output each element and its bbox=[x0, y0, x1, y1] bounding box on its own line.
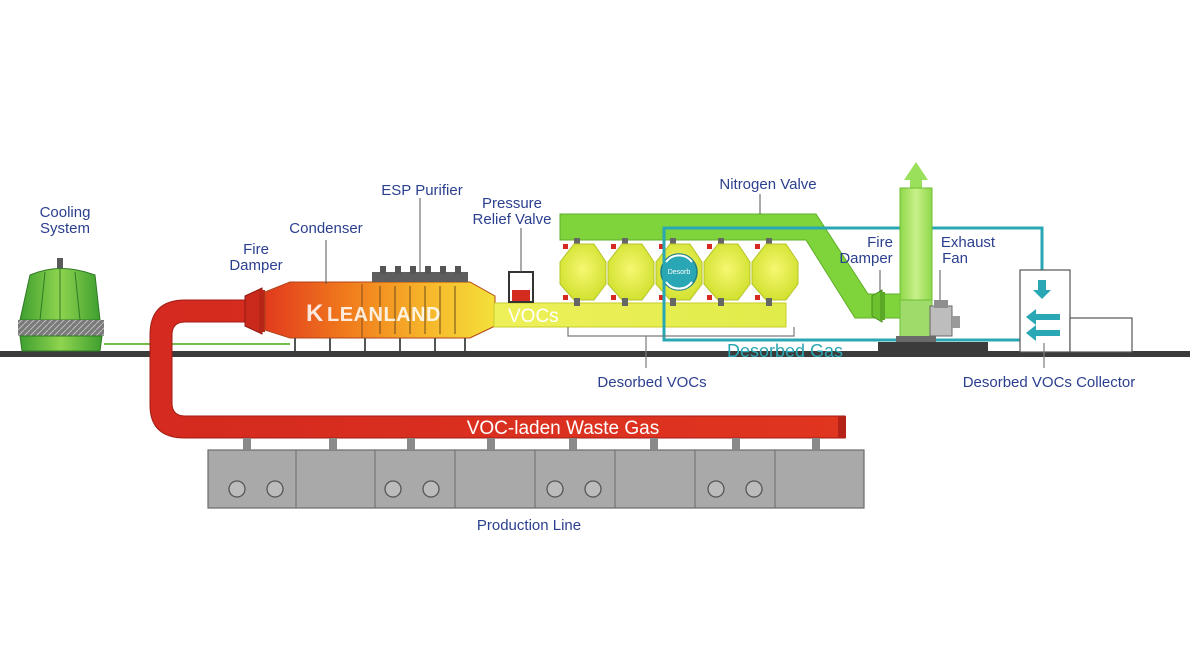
waste-gas-duct bbox=[149, 299, 846, 439]
label-production-line: Production Line bbox=[477, 517, 581, 534]
label-condenser: Condenser bbox=[289, 220, 362, 237]
label-pressure-relief-valve-line1: Pressure bbox=[482, 195, 542, 212]
label-cooling-system-line2: System bbox=[40, 220, 90, 237]
logo-text: LEANLAND bbox=[327, 304, 441, 326]
vocs-duct bbox=[493, 302, 787, 328]
adsorber-bank: Desorb bbox=[559, 238, 799, 306]
exhaust-fan bbox=[929, 300, 960, 337]
label-desorbed-vocs-collector: Desorbed VOCs Collector bbox=[963, 374, 1136, 391]
label-fire-damper-right-line2: Damper bbox=[839, 250, 892, 267]
logo-k: K bbox=[306, 300, 324, 327]
flow-label-waste-gas: VOC-laden Waste Gas bbox=[467, 418, 660, 439]
adsorber-3-desorbing: Desorb bbox=[655, 238, 703, 306]
label-desorbed-vocs: Desorbed VOCs bbox=[597, 374, 706, 391]
desorb-badge: Desorb bbox=[668, 269, 691, 276]
flow-label-desorbed-gas: Desorbed Gas bbox=[727, 341, 843, 361]
fire-damper-left bbox=[244, 287, 265, 335]
label-pressure-relief-valve-line2: Relief Valve bbox=[473, 211, 552, 228]
label-exhaust-fan-line2: Fan bbox=[942, 250, 968, 267]
cooling-tower bbox=[18, 258, 290, 352]
adsorber-5 bbox=[751, 238, 799, 306]
label-fire-damper-left-line1: Fire bbox=[243, 241, 269, 258]
exhaust-stack bbox=[896, 162, 936, 342]
label-cooling-system-line1: Cooling bbox=[40, 204, 91, 221]
label-nitrogen-valve: Nitrogen Valve bbox=[719, 176, 816, 193]
label-exhaust-fan-line1: Exhaust bbox=[941, 234, 996, 251]
label-fire-damper-left-line2: Damper bbox=[229, 257, 282, 274]
flow-label-vocs: VOCs bbox=[508, 306, 559, 327]
label-esp-purifier: ESP Purifier bbox=[381, 182, 462, 199]
ground-line bbox=[0, 351, 1190, 357]
production-line bbox=[207, 438, 865, 509]
condenser-esp-unit: K LEANLAND bbox=[264, 266, 496, 351]
adsorber-4 bbox=[703, 238, 751, 306]
desorbed-vocs-manifold bbox=[567, 327, 795, 368]
pressure-relief-valve bbox=[508, 271, 534, 303]
label-fire-damper-right-line1: Fire bbox=[867, 234, 893, 251]
adsorber-2 bbox=[607, 238, 655, 306]
adsorber-1 bbox=[559, 238, 607, 306]
fan-base-slab bbox=[878, 342, 988, 352]
leader-lines bbox=[325, 194, 941, 300]
desorbed-vocs-collector bbox=[1019, 269, 1133, 368]
fire-damper-right bbox=[871, 289, 885, 323]
